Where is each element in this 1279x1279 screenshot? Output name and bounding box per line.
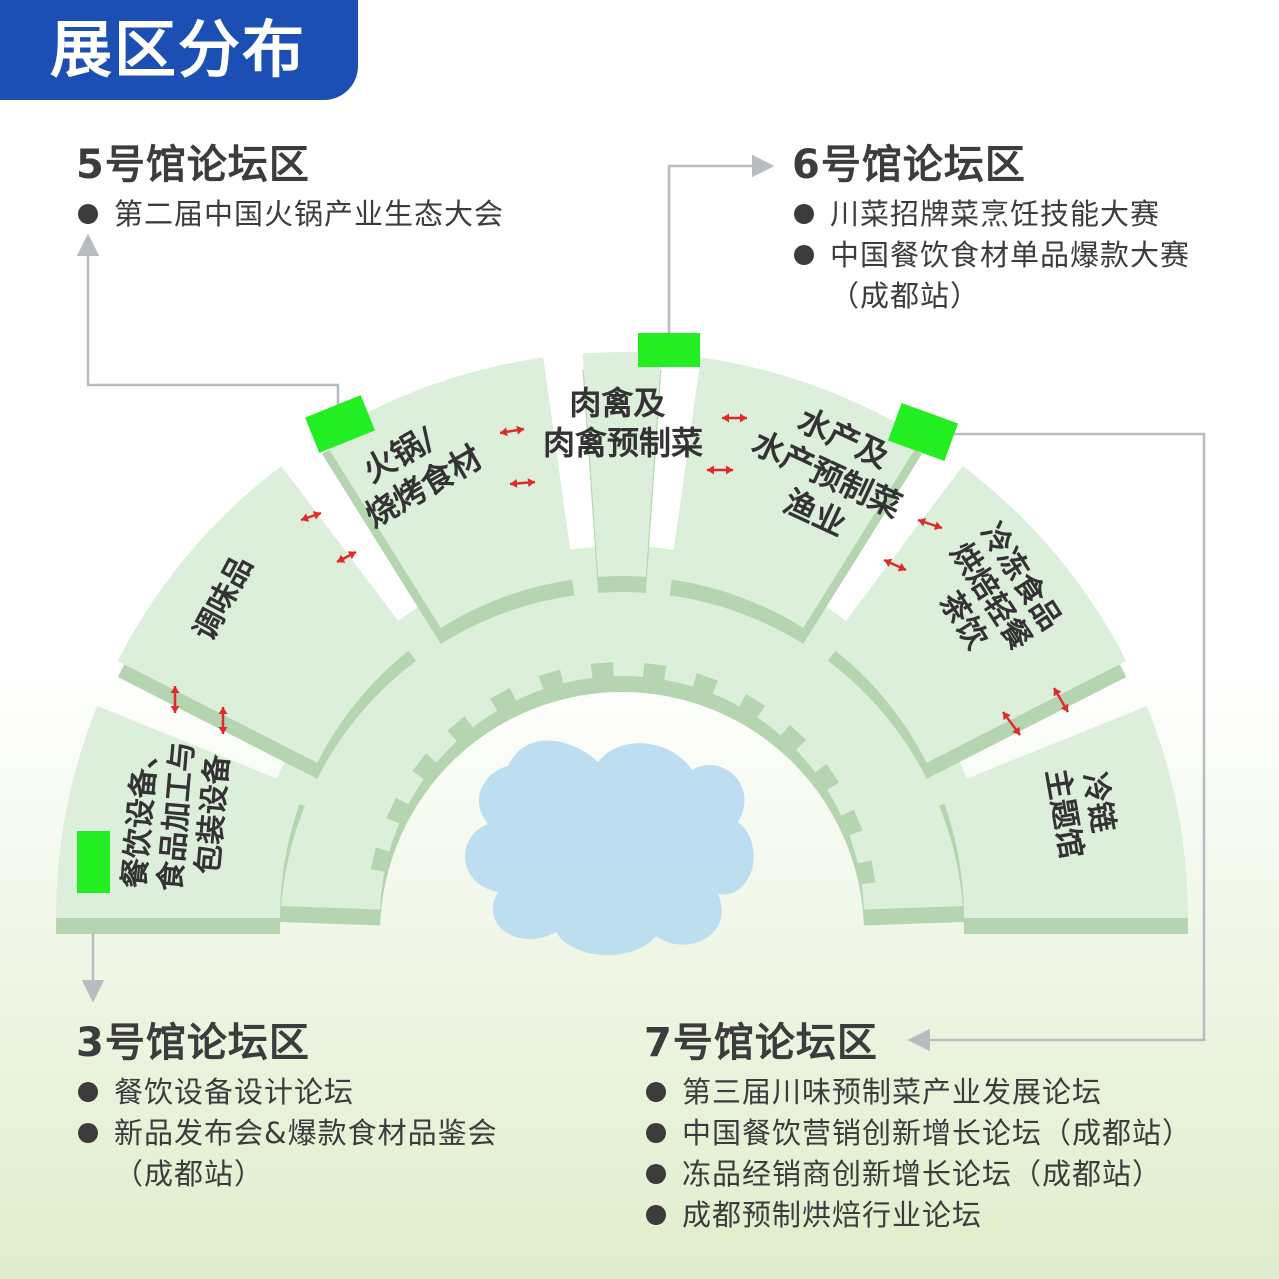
forum-item-continued: （成都站） <box>830 279 981 313</box>
pond <box>465 740 754 956</box>
forum-title-h5: 5号馆论坛区 <box>76 142 310 188</box>
forum-item: 餐饮设备设计论坛 <box>76 1072 498 1113</box>
bullet-icon <box>794 204 814 224</box>
aisle-arrow-icon <box>917 517 943 531</box>
forum-item: 中国餐饮营销创新增长论坛（成都站） <box>644 1113 1192 1154</box>
forum-list-h3: 餐饮设备设计论坛 新品发布会&爆款食材品鉴会 （成都站） <box>76 1072 498 1195</box>
corridor-band <box>250 546 994 910</box>
bullet-icon <box>646 1082 666 1102</box>
forum-item: 川菜招牌菜烹饪技能大赛 <box>792 194 1190 235</box>
forum-item: 第二届中国火锅产业生态大会 <box>76 194 504 235</box>
corridor-notch <box>779 724 807 752</box>
connector-h7 <box>907 432 1206 1052</box>
forum-item-continued: （成都站） <box>114 1157 265 1191</box>
corridor-notch <box>386 797 411 825</box>
aisle-arrow-icon <box>218 707 228 734</box>
aisle-arrow-icon <box>300 511 322 522</box>
zone-label-kitchen-equipment: 餐饮设备、 食品加工与 包装设备 <box>117 727 238 896</box>
corridor-notch <box>855 860 876 885</box>
forum-item: 新品发布会&爆款食材品鉴会 <box>76 1113 498 1154</box>
bullet-icon <box>646 1164 666 1184</box>
aisle-arrow-icon <box>170 686 180 713</box>
forum-title-h7: 7号馆论坛区 <box>644 1020 878 1066</box>
corridor-notch <box>738 694 766 720</box>
zone-2 <box>117 465 417 763</box>
forum-h3: 3号馆论坛区 餐饮设备设计论坛 新品发布会&爆款食材品鉴会 （成都站） <box>76 1018 498 1195</box>
bullet-icon <box>646 1123 666 1143</box>
zone-6 <box>827 465 1127 763</box>
corridor-notch <box>370 847 392 873</box>
forum-list-h6: 川菜招牌菜烹饪技能大赛 中国餐饮食材单品爆款大赛 （成都站） <box>792 194 1190 317</box>
zone-5 <box>669 357 922 628</box>
forum-item: 中国餐饮食材单品爆款大赛 <box>792 235 1190 276</box>
corridor-notch <box>538 669 564 692</box>
forum-item: 第三届川味预制菜产业发展论坛 <box>644 1072 1192 1113</box>
forum-title-h3: 3号馆论坛区 <box>76 1020 310 1066</box>
forum-list-h5: 第二届中国火锅产业生态大会 <box>76 194 504 235</box>
bullet-icon <box>794 245 814 265</box>
corridor-notch <box>412 753 439 781</box>
forum-marker-h3 <box>77 831 110 893</box>
aisle-arrow-icon <box>883 558 907 572</box>
forum-marker-h6 <box>638 333 700 367</box>
connector-h5 <box>76 233 340 420</box>
forum-h5: 5号馆论坛区 第二届中国火锅产业生态大会 <box>76 140 504 235</box>
aisle-arrows <box>170 413 1070 736</box>
forum-title-h6: 6号馆论坛区 <box>792 142 1026 188</box>
forum-marker-h5 <box>305 395 375 453</box>
corridor-notch <box>692 673 718 696</box>
forum-list-h7: 第三届川味预制菜产业发展论坛 中国餐饮营销创新增长论坛（成都站） 冻品经销商创新… <box>644 1072 1192 1236</box>
corridor-notch <box>490 687 517 713</box>
corridor-notch <box>813 763 840 791</box>
aisle-arrow-icon <box>1052 687 1070 713</box>
page-title: 展区分布 <box>50 13 307 86</box>
forum-marker-h7 <box>887 402 959 462</box>
forum-h7: 7号馆论坛区 第三届川味预制菜产业发展论坛 中国餐饮营销创新增长论坛（成都站） … <box>644 1018 1192 1236</box>
aisle-arrow-icon <box>336 550 357 564</box>
zone-3 <box>322 357 575 628</box>
aisle-arrow-icon <box>707 465 733 475</box>
corridor-notch <box>642 662 667 682</box>
forum-markers <box>77 333 959 893</box>
corridor-notch <box>447 716 475 743</box>
forum-item: 成都预制烘焙行业论坛 <box>644 1195 1192 1236</box>
zones-layer <box>56 352 1188 934</box>
forum-h6: 6号馆论坛区 川菜招牌菜烹饪技能大赛 中国餐饮食材单品爆款大赛 （成都站） <box>792 140 1190 317</box>
bullet-icon <box>78 1082 98 1102</box>
zone-1 <box>56 705 305 918</box>
zone-4 <box>582 352 662 577</box>
bullet-icon <box>78 204 98 224</box>
corridor-notch <box>590 662 614 680</box>
aisle-arrow-icon <box>509 478 536 488</box>
title-banner: 展区分布 <box>0 0 358 100</box>
aisle-arrow-icon <box>1001 711 1022 736</box>
bullet-icon <box>78 1123 98 1143</box>
bullet-icon <box>646 1205 666 1225</box>
forum-item: 冻品经销商创新增长论坛（成都站） <box>644 1154 1192 1195</box>
zone-label-poultry: 肉禽及 肉禽预制菜 <box>543 384 703 462</box>
aisle-arrow-icon <box>499 425 525 437</box>
aisle-arrow-icon <box>722 413 747 423</box>
corridor-notch <box>839 809 863 836</box>
zone-7 <box>939 705 1188 918</box>
connector-h6 <box>667 154 775 333</box>
